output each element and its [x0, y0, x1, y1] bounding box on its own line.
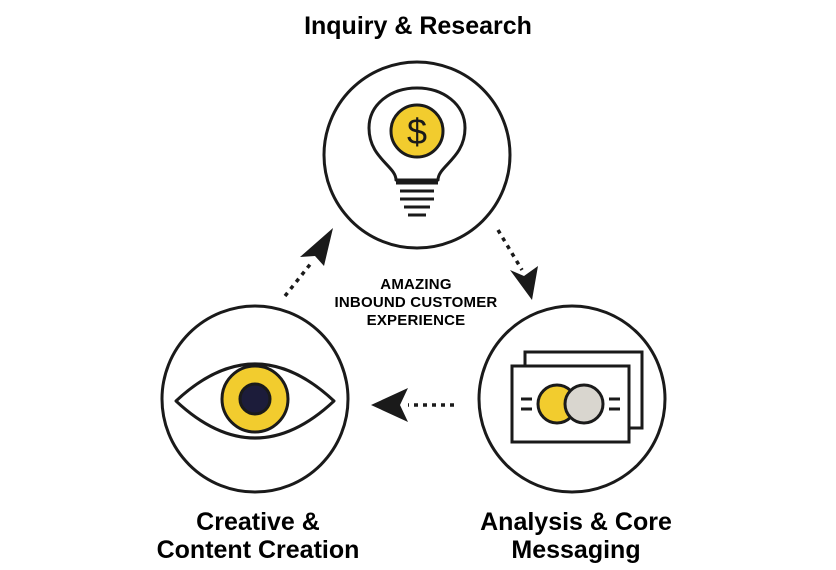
inquiry-title: Inquiry & Research: [304, 12, 532, 40]
lightbulb-dollar-icon: $: [367, 86, 467, 217]
arrow-analysis-to-creative: [371, 388, 454, 422]
inquiry-node: $: [322, 60, 512, 250]
creative-node: [160, 304, 350, 494]
center-line-3: EXPERIENCE: [366, 312, 466, 329]
creative-title-line-2: Content Creation: [156, 536, 360, 564]
creative-title-line-1: Creative &: [196, 508, 320, 536]
arrow-creative-to-inquiry: [283, 228, 333, 298]
analysis-title-line-2: Messaging: [511, 536, 641, 564]
overlapping-cards-icon: [510, 350, 644, 444]
creative-title: Creative & Content Creation: [108, 508, 408, 564]
analysis-title-line-1: Analysis & Core: [480, 508, 672, 536]
analysis-node: [477, 304, 667, 494]
center-line-2: INBOUND CUSTOMER: [334, 294, 498, 311]
center-line-1: AMAZING: [380, 276, 452, 293]
dollar-sign: $: [407, 111, 427, 152]
arrow-inquiry-to-analysis: [496, 229, 538, 300]
center-label: AMAZING INBOUND CUSTOMER EXPERIENCE: [290, 276, 542, 330]
eye-icon: [174, 362, 336, 440]
analysis-title: Analysis & Core Messaging: [426, 508, 726, 564]
